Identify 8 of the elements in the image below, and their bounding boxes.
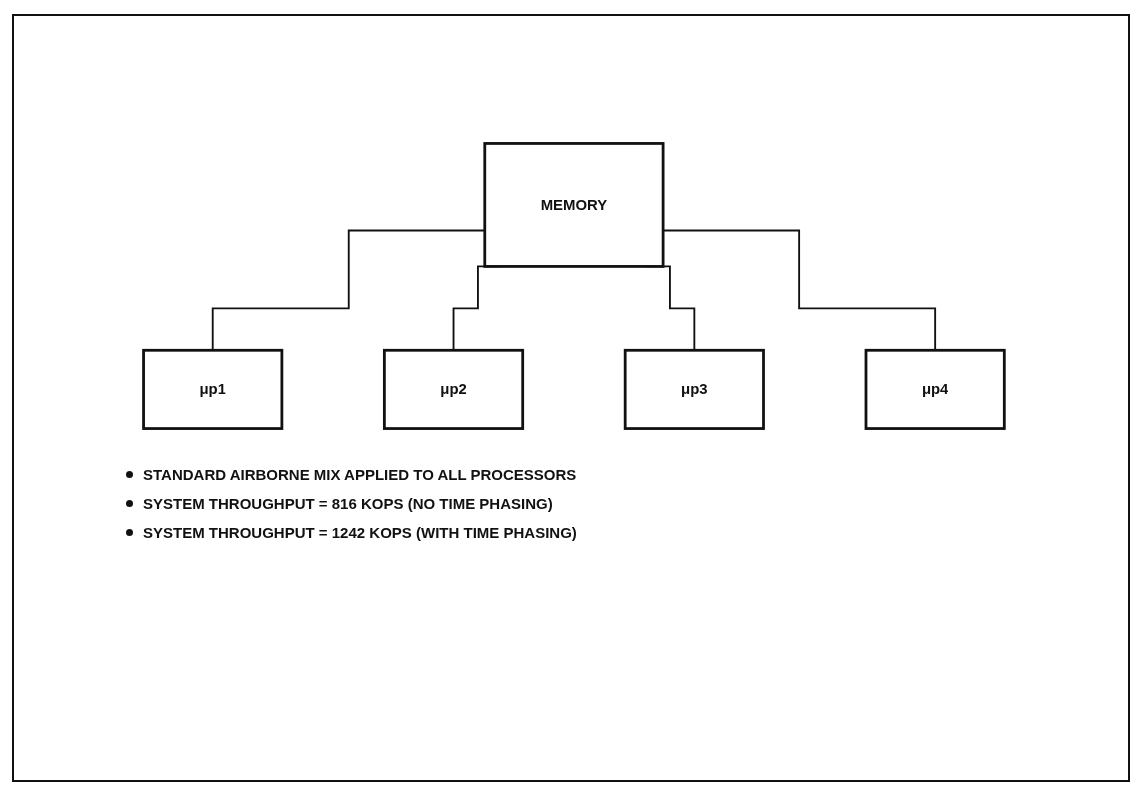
node-box: μp3 bbox=[623, 348, 765, 430]
node-box: μp2 bbox=[383, 348, 525, 430]
node-box: μp4 bbox=[864, 348, 1006, 430]
note-text: SYSTEM THROUGHPUT = 1242 KOPS (WITH TIME PHASING) bbox=[143, 524, 577, 541]
node-box: μp1 bbox=[142, 348, 284, 430]
note-text: STANDARD AIRBORNE MIX APPLIED TO ALL PROCESSORS bbox=[143, 466, 577, 483]
note-text: SYSTEM THROUGHPUT = 816 KOPS (NO TIME PHASING) bbox=[143, 495, 553, 512]
node-box: MEMORY bbox=[483, 142, 665, 268]
